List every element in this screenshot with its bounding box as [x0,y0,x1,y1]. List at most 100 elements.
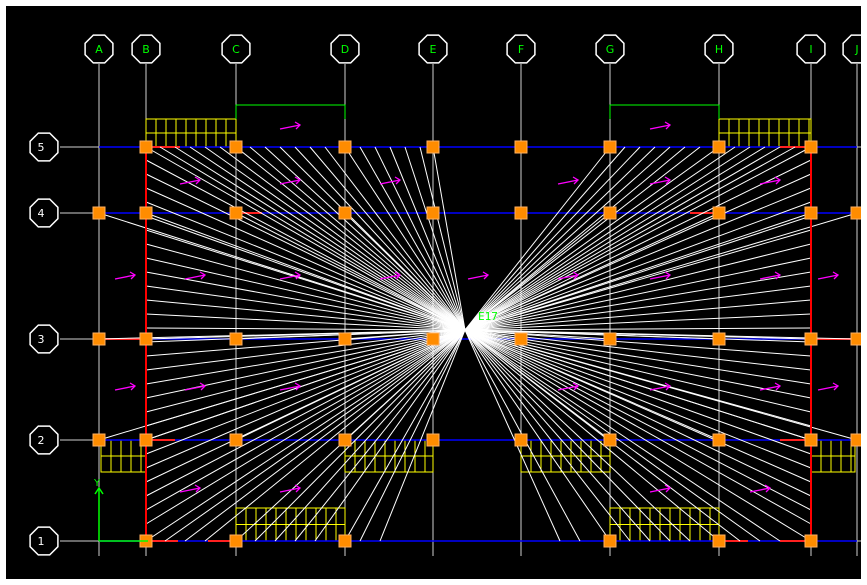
brace-line-135 [145,329,466,511]
load-arrow-26 [279,484,302,493]
brace-line-127 [145,329,466,455]
load-hatch-6 [810,439,856,473]
column-35 [603,433,617,447]
load-arrow-16 [759,271,782,280]
brace-line-112 [464,329,812,343]
column-11 [229,206,243,220]
load-arrow-12 [379,271,402,280]
column-19 [92,332,106,346]
column-31 [229,433,243,447]
grid-bubble-2: 2 [29,425,59,455]
load-arrow-22 [649,382,672,391]
brace-line-73 [464,329,561,542]
column-10 [139,206,153,220]
y-axis-label: Y [93,478,101,489]
column-41 [338,534,352,548]
brace-line-29 [464,146,736,331]
brace-line-11 [294,146,466,331]
grid-bubble-C: C [221,34,251,64]
brace-line-132 [464,329,812,483]
svg-text:F: F [518,43,524,56]
svg-text:J: J [854,43,858,56]
brace-line-7 [235,146,466,331]
load-arrow-25 [179,484,202,493]
svg-text:G: G [606,43,615,56]
grid-bubble-3: 3 [29,324,59,354]
column-20 [139,332,153,346]
column-24 [514,332,528,346]
column-30 [139,433,153,447]
svg-text:4: 4 [38,207,45,220]
column-8 [804,140,818,154]
grid-bubble-E: E [418,34,448,64]
brace-line-15 [359,146,466,331]
grid-bubble-H: H [704,34,734,64]
brace-line-13 [324,146,466,331]
load-arrow-9 [114,271,137,280]
brace-line-25 [464,146,671,331]
brace-line-117 [145,329,466,385]
brace-line-95 [145,229,466,331]
grid-bubble-G: G [595,34,625,64]
column-34 [514,433,528,447]
brace-line-131 [145,329,466,483]
brace-line-63 [184,329,466,542]
brace-line-2 [159,146,466,331]
column-23 [426,332,440,346]
brace-line-37 [235,212,466,331]
brace-line-138 [464,329,812,525]
column-13 [426,206,440,220]
column-18 [850,206,861,220]
load-arrow-15 [649,271,672,280]
column-16 [712,206,726,220]
brace-line-89 [145,187,466,331]
brace-line-129 [145,329,466,469]
load-arrow-2 [649,121,672,130]
brace-line-92 [464,201,812,331]
column-12 [338,206,352,220]
brace-line-133 [145,329,466,497]
brace-line-102 [464,271,812,331]
brace-line-24 [464,146,656,331]
load-arrow-19 [184,382,207,391]
brace-line-87 [145,173,466,331]
brace-line-62 [164,329,466,542]
load-arrow-11 [279,271,302,280]
brace-line-113 [145,329,466,357]
brace-line-88 [464,173,812,331]
brace-line-85 [145,159,466,331]
column-42 [603,534,617,548]
brace-line-34 [464,146,812,331]
brace-line-78 [464,329,671,542]
svg-text:E: E [430,43,437,56]
load-arrow-21 [557,382,580,391]
column-1 [139,140,153,154]
column-6 [603,140,617,154]
brace-line-19 [419,146,466,331]
column-27 [804,332,818,346]
load-arrow-23 [759,382,782,391]
column-2 [229,140,243,154]
grid-bubble-5: 5 [29,132,59,162]
grid-bubble-I: I [796,34,826,64]
column-9 [92,206,106,220]
load-hatch-4 [344,439,434,473]
brace-line-26 [464,146,686,331]
column-7 [712,140,726,154]
brace-line-121 [145,329,466,413]
brace-line-67 [274,329,466,542]
load-arrow-7 [649,176,672,185]
load-arrow-18 [114,382,137,391]
brace-line-12 [309,146,466,331]
column-22 [338,332,352,346]
brace-line-38 [344,212,466,331]
brace-line-79 [464,329,691,542]
brace-line-80 [464,329,720,542]
brace-line-81 [464,329,741,542]
svg-text:B: B [142,43,150,56]
brace-line-103 [145,285,466,331]
column-29 [92,433,106,447]
